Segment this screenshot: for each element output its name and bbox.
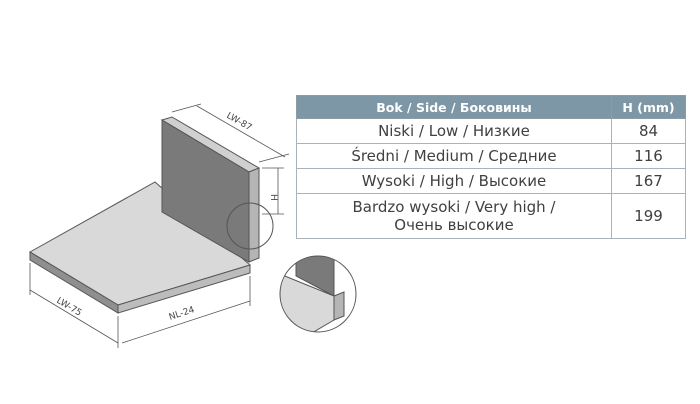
row-name: Średni / Medium / Средние [296, 143, 612, 169]
table-row: Bardzo wysoki / Very high / Очень высоки… [296, 193, 686, 239]
table-header-row: Bok / Side / Боковины H (mm) [296, 95, 686, 119]
header-side: Bok / Side / Боковины [296, 95, 612, 119]
dimension-label-height: H [268, 194, 278, 201]
row-name: Wysoki / High / Высокие [296, 168, 612, 194]
side-height-table: Bok / Side / Боковины H (mm) Niski / Low… [296, 95, 686, 239]
row-name-line2: Очень высокие [394, 216, 514, 234]
row-value: 84 [611, 118, 686, 144]
row-value: 116 [611, 143, 686, 169]
bottom-panel-side-edge [117, 264, 251, 314]
header-height: H (mm) [611, 95, 686, 119]
row-name-line1: Bardzo wysoki / Very high / [352, 198, 556, 216]
table-row: Średni / Medium / Средние 116 [296, 143, 686, 169]
row-value: 167 [611, 168, 686, 194]
table-row: Wysoki / High / Высокие 167 [296, 168, 686, 194]
row-value: 199 [611, 193, 686, 239]
side-wall-end [248, 167, 260, 263]
row-name: Niski / Low / Низкие [296, 118, 612, 144]
joint-detail-view [279, 255, 357, 333]
table-row: Niski / Low / Низкие 84 [296, 118, 686, 144]
detail-marker-circle [226, 202, 274, 250]
row-name: Bardzo wysoki / Very high / Очень высоки… [296, 193, 612, 239]
